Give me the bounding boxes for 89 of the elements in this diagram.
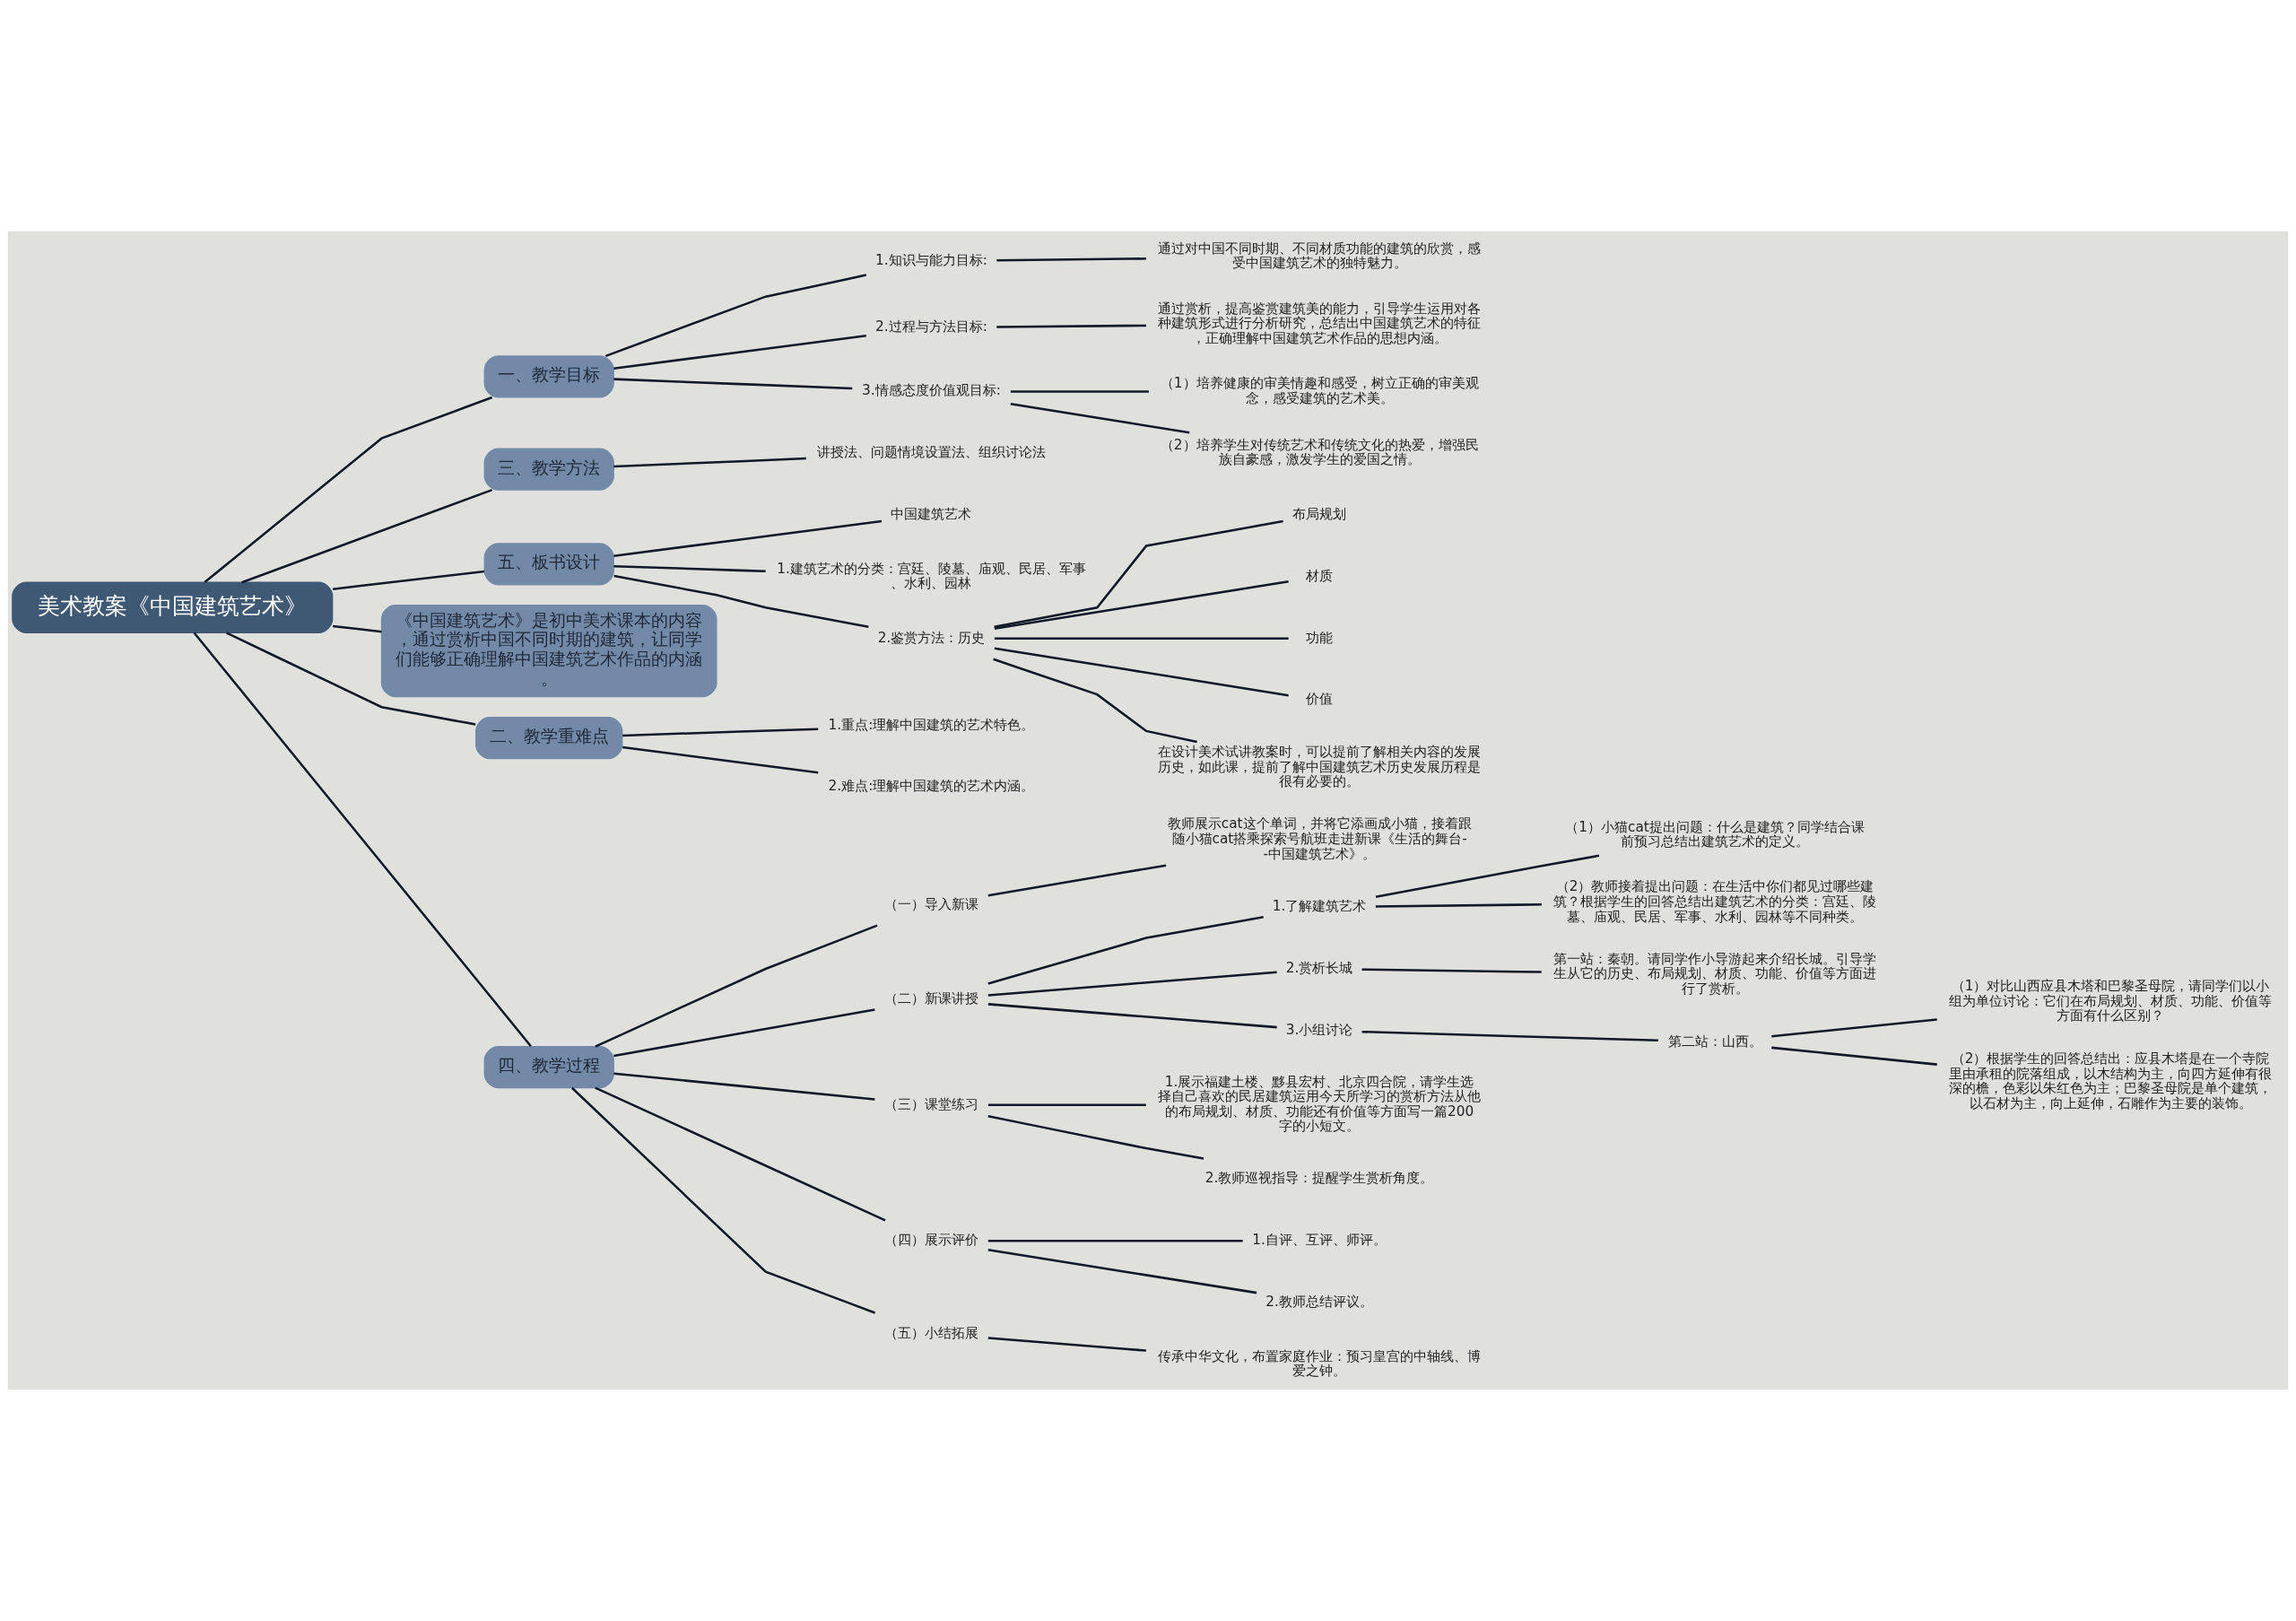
node-text: 2.难点:理解中国建筑的艺术内涵。: [828, 778, 1035, 795]
node-text: 2.过程与方法目标:: [875, 318, 987, 335]
node-text: 2.教师巡视指导：提醒学生赏析角度。: [1205, 1170, 1434, 1187]
connector: [613, 519, 883, 557]
node-text: （三）课堂练习: [884, 1095, 978, 1112]
node-text: 2.教师总结评议。: [1265, 1294, 1373, 1311]
connector: [1771, 1046, 1937, 1066]
connector: [1010, 403, 1190, 434]
node-box: 五、板书设计: [483, 543, 614, 586]
node-text: （1）小猫cat提出问题：什么是建筑？同学结合课前预习总结出建筑艺术的定义。: [1565, 818, 1865, 850]
connector: [613, 1072, 875, 1101]
connector: [226, 632, 476, 726]
connector: [193, 632, 532, 1048]
node-text: 在设计美术试讲教案时，可以提前了解相关内容的发展历史，如此课，提前了解中国建筑艺术历史发展历程是很有必要的。: [1158, 744, 1482, 790]
connector: [994, 580, 1289, 630]
connector: [333, 624, 382, 633]
node-text: 布局规划: [1292, 506, 1347, 523]
connector: [333, 570, 485, 590]
connector: [987, 1249, 1257, 1294]
connector: [1375, 903, 1542, 908]
connector: [994, 647, 1289, 697]
connector: [613, 574, 869, 629]
connector: [1010, 390, 1149, 393]
connector: [987, 1003, 1277, 1029]
connector: [1375, 854, 1600, 898]
node-text: 1.知识与能力目标:: [875, 252, 987, 269]
connector: [987, 1240, 1243, 1242]
node-text: （五）小结拓展: [884, 1324, 978, 1341]
node-text: 价值: [1306, 691, 1334, 708]
connector: [987, 864, 1167, 897]
connector: [987, 971, 1277, 997]
node-text: （1）对比山西应县木塔和巴黎圣母院，请同学们以小组为单位讨论：它们在布局规划、材质、功能、价值等方面有什么区别？: [1949, 978, 2273, 1024]
node-text: 功能: [1306, 629, 1334, 646]
node-text: 第二站：山西。: [1667, 1033, 1762, 1050]
node-box: 美术教案《中国建筑艺术》: [12, 581, 334, 633]
node-text: 中国建筑艺术: [891, 506, 972, 523]
connector: [987, 1337, 1146, 1352]
node-text: 1.了解建筑艺术: [1272, 898, 1367, 915]
node-text: （2）教师接着提出问题：在生活中你们都见过哪些建筑？根据学生的回答总结出建筑艺术的分类：宫廷、陵墓、庙观、民居、军事、水利、园林等不同种类。: [1553, 878, 1877, 925]
node-text: 2.鉴赏方法：历史: [877, 629, 986, 646]
node-text: 通过赏析，提高鉴赏建筑美的能力，引导学生运用对各种建筑形式进行分析研究，总结出中国建筑艺术的特征，正确理解中国建筑艺术作品的思想内涵。: [1158, 300, 1482, 346]
node-text: （四）展示评价: [884, 1232, 978, 1249]
connector: [613, 1008, 875, 1058]
connector: [987, 1115, 1205, 1160]
connector: [987, 915, 1264, 985]
connector: [595, 1086, 886, 1222]
node-text: 教师展示cat这个单词，并将它添画成小猫，接着跟随小猫cat搭乘探索号航班走进新课《生活的舞台--中国建筑艺术》。: [1167, 815, 1472, 862]
connector: [204, 396, 493, 584]
node-box: 《中国建筑艺术》是初中美术课本的内容，通过赏析中国不同时期的建筑，让同学们能够正确理解中国建筑艺术作品的内涵。: [380, 605, 718, 698]
connector: [996, 324, 1147, 328]
connector: [993, 658, 1197, 744]
connector: [241, 488, 493, 584]
node-text: 传承中华文化，布置家庭作业：预习皇宫的中轴线、博爱之钟。: [1158, 1347, 1482, 1380]
node-text: （一）导入新课: [884, 895, 978, 912]
node-text: 3.情感态度价值观目标:: [862, 382, 1001, 399]
node-text: 1.展示福建土楼、黟县宏村、北京四合院，请学生选择自己喜欢的民居建筑运用今天所学习的赏析方法从他的布局规划、材质、功能还有价值等方面写一篇200字的小短文。: [1158, 1073, 1482, 1135]
connector: [604, 274, 866, 358]
node-text: 1.重点:理解中国建筑的艺术特色。: [828, 716, 1035, 733]
node-text: 通过对中国不同时期、不同材质功能的建筑的欣赏，感受中国建筑艺术的独特魅力。: [1158, 240, 1482, 272]
node-text: 1.建筑艺术的分类：宫廷、陵墓、庙观、民居、军事、水利、园林: [777, 560, 1086, 592]
connector: [622, 728, 819, 737]
node-text: （二）新课讲授: [884, 990, 978, 1007]
node-text: 3.小组讨论: [1285, 1021, 1353, 1038]
connector: [1361, 1030, 1658, 1042]
connector: [622, 745, 819, 774]
node-box: 三、教学方法: [483, 448, 614, 491]
connector: [1771, 1018, 1937, 1038]
node-box: 二、教学重难点: [475, 717, 623, 760]
connector: [613, 335, 866, 370]
node-text: 材质: [1306, 567, 1334, 584]
connector: [570, 1086, 876, 1314]
node-text: 讲授法、问题情境设置法、组织讨论法: [817, 444, 1046, 461]
node-text: （1）培养健康的审美情趣和感受，树立正确的审美观念，感受建筑的艺术美。: [1160, 375, 1479, 406]
node-box: 四、教学过程: [483, 1046, 614, 1089]
node-text: 第一站：秦朝。请同学作小导游起来介绍长城。引导学生从它的历史、布局规划、材质、功能、价值等方面进行了赏析。: [1553, 950, 1877, 997]
node-text: （2）根据学生的回答总结出：应县木塔是在一个寺院里由承租的院落组成，以木结构为主，向四方延伸有很深的檐，色彩以朱红色为主；巴黎圣母院是单个建筑，以石材为主，向上延伸，石雕作为主要的装饰。: [1949, 1050, 2273, 1111]
connector: [994, 637, 1289, 640]
connector: [987, 1103, 1146, 1106]
connector: [1361, 968, 1542, 973]
connector: [613, 564, 766, 573]
node-text: 1.自评、互评、师评。: [1252, 1232, 1387, 1249]
node-text: （2）培养学生对传统艺术和传统文化的热爱，增强民族自豪感，激发学生的爱国之情。: [1160, 436, 1479, 468]
connector: [613, 378, 853, 390]
node-text: 2.赏析长城: [1285, 959, 1353, 976]
connector: [613, 457, 806, 468]
connector: [996, 257, 1147, 262]
node-box: 一、教学目标: [483, 355, 614, 398]
connector: [994, 519, 1283, 629]
connector: [595, 924, 878, 1048]
